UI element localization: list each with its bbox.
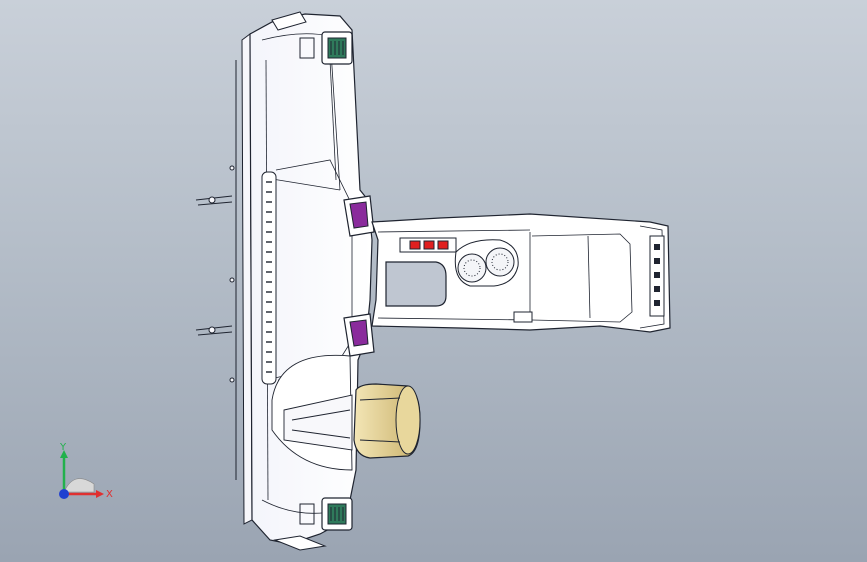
z-axis-icon <box>59 489 69 499</box>
vent-center-lower[interactable] <box>343 313 375 357</box>
instrument-cluster-hood <box>271 354 353 471</box>
y-axis-label: Y <box>59 442 67 453</box>
shifter-opening[interactable] <box>385 261 447 307</box>
console-contours <box>377 225 665 329</box>
vent-top-corner[interactable] <box>271 11 353 65</box>
console-button[interactable] <box>513 311 533 323</box>
vent-center-upper[interactable] <box>343 195 375 237</box>
mounting-rail <box>195 33 253 525</box>
rotation-arc-icon <box>63 478 95 493</box>
vent-bottom-corner[interactable] <box>273 497 353 551</box>
coordinate-triad: Y X <box>59 442 113 500</box>
cup-holders[interactable] <box>454 239 519 287</box>
hazard-switch-panel[interactable] <box>399 237 457 253</box>
defrost-grille <box>261 171 277 385</box>
steering-hub[interactable] <box>353 383 421 459</box>
rear-console-vent[interactable] <box>649 235 665 317</box>
x-axis-label: X <box>106 489 113 500</box>
